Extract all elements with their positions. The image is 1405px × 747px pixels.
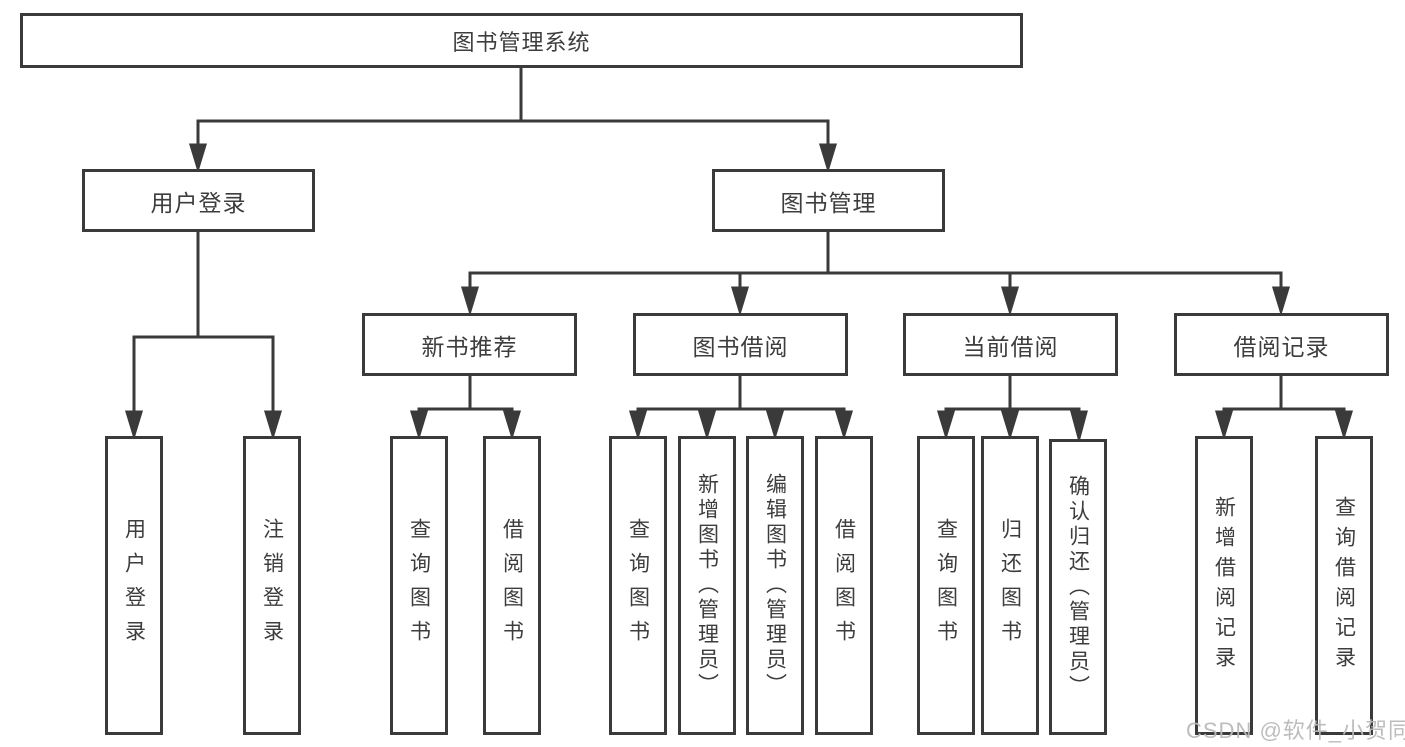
node-root-label: 图书管理系统	[452, 29, 591, 55]
leaf-confirm-return-admin: 确认归还（管理员）	[1049, 439, 1107, 735]
leaf-query-books-borrow-label: 查询图书	[626, 517, 650, 654]
connector-current-borrow-children	[936, 376, 1088, 444]
leaf-query-books-current: 查询图书	[917, 436, 975, 735]
node-current-borrowing-label: 当前借阅	[962, 333, 1059, 360]
node-root: 图书管理系统	[20, 13, 1023, 68]
leaf-add-books-admin: 新增图书（管理员）	[678, 436, 736, 735]
leaf-borrow-books-label: 借阅图书	[832, 517, 856, 654]
connector-root-to-level2	[188, 68, 838, 174]
connector-borrow-records-children	[1214, 376, 1354, 441]
leaf-query-books-recommend-label: 查询图书	[407, 517, 431, 654]
node-book-management: 图书管理	[712, 169, 945, 232]
node-user-login-label: 用户登录	[150, 189, 247, 216]
connector-new-books-children	[409, 376, 522, 441]
leaf-borrow-books-recommend-label: 借阅图书	[500, 517, 524, 654]
leaf-return-books: 归还图书	[981, 436, 1039, 735]
node-borrowing-records: 借阅记录	[1174, 313, 1389, 376]
leaf-user-login-label: 用户登录	[122, 517, 146, 654]
leaf-logout-label: 注销登录	[260, 517, 284, 654]
leaf-edit-books-admin-label: 编辑图书（管理员）	[763, 473, 787, 698]
csdn-watermark: CSDN @软件_小贺同学	[1186, 718, 1405, 743]
node-user-login: 用户登录	[82, 169, 315, 232]
node-book-borrowing-label: 图书借阅	[692, 333, 789, 360]
leaf-query-books-recommend: 查询图书	[390, 436, 448, 735]
node-new-book-recommend: 新书推荐	[362, 313, 577, 376]
leaf-query-borrow-record: 查询借阅记录	[1315, 436, 1373, 735]
leaf-add-borrow-record: 新增借阅记录	[1195, 436, 1253, 735]
leaf-confirm-return-admin-label: 确认归还（管理员）	[1066, 474, 1090, 700]
leaf-query-books-current-label: 查询图书	[934, 517, 958, 654]
node-book-management-label: 图书管理	[780, 189, 877, 216]
leaf-query-borrow-record-label: 查询借阅记录	[1332, 495, 1356, 676]
leaf-return-books-label: 归还图书	[998, 517, 1022, 654]
leaf-add-books-admin-label: 新增图书（管理员）	[695, 473, 719, 698]
node-new-book-recommend-label: 新书推荐	[421, 333, 518, 360]
connector-book-mgmt-children	[460, 232, 1291, 317]
leaf-user-login: 用户登录	[105, 436, 163, 735]
leaf-query-books-borrow: 查询图书	[609, 436, 667, 735]
leaf-add-borrow-record-label: 新增借阅记录	[1212, 495, 1236, 676]
node-borrowing-records-label: 借阅记录	[1233, 333, 1330, 360]
node-book-borrowing: 图书借阅	[633, 313, 848, 376]
connector-book-borrow-children	[628, 376, 854, 441]
leaf-borrow-books-recommend: 借阅图书	[483, 436, 541, 735]
leaf-borrow-books: 借阅图书	[815, 436, 873, 735]
node-current-borrowing: 当前借阅	[903, 313, 1118, 376]
leaf-logout: 注销登录	[243, 436, 301, 735]
leaf-edit-books-admin: 编辑图书（管理员）	[746, 436, 804, 735]
connector-user-login-children	[124, 232, 283, 441]
